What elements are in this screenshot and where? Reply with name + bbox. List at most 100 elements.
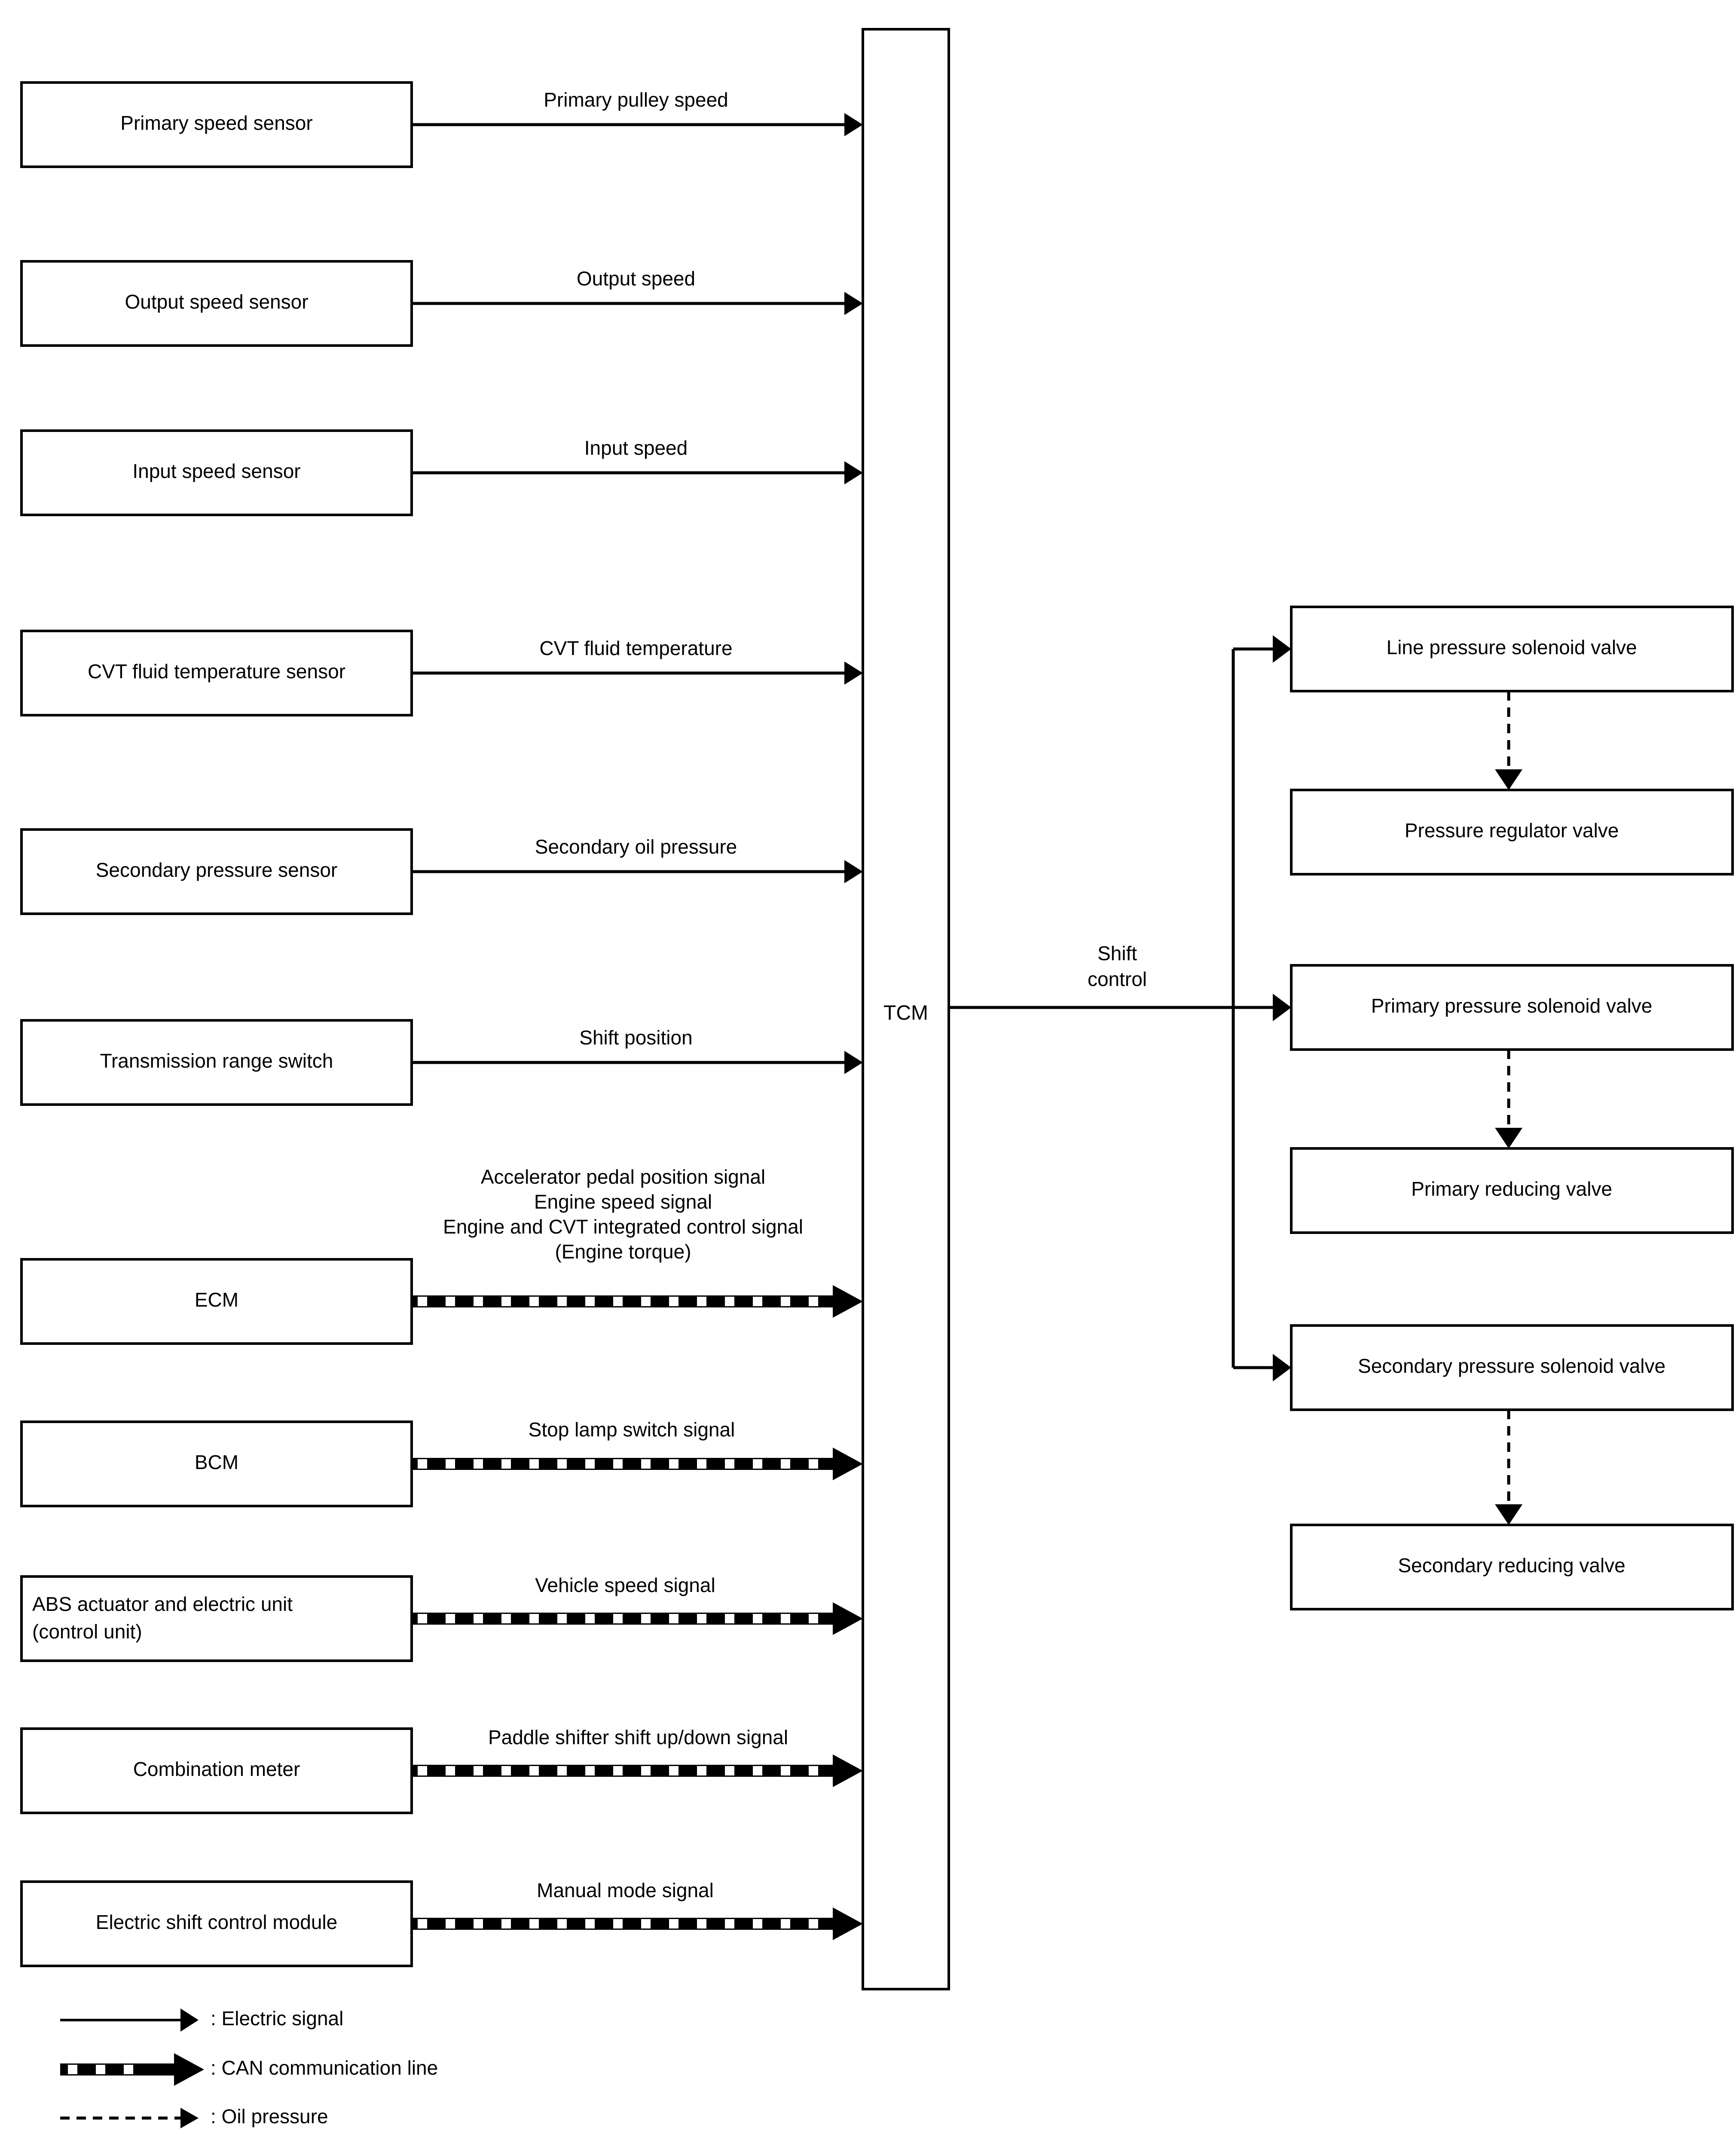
output-label-secondary-reducing-valve: Secondary reducing valve: [1398, 1554, 1625, 1577]
input-node-abs-actuator[interactable]: ABS actuator and electric unit (control …: [20, 1575, 413, 1662]
shift-control-label-line-2: control: [1088, 968, 1147, 990]
edge-primary-pulley-speed: Primary pulley speed: [412, 89, 863, 136]
edge-combination-meter-can: Paddle shifter shift up/down signal: [412, 1726, 863, 1787]
arrowhead-icon: [844, 860, 863, 883]
input-node-primary-speed-sensor[interactable]: Primary speed sensor: [20, 81, 413, 168]
edge-label-cvt-fluid-temperature: CVT fluid temperature: [539, 637, 732, 659]
output-label-primary-pressure-solenoid-valve: Primary pressure solenoid valve: [1371, 995, 1653, 1017]
edge-label-stop-lamp-switch-signal: Stop lamp switch signal: [529, 1418, 735, 1441]
output-box-line-pressure-solenoid-valve[interactable]: [1290, 606, 1734, 692]
edge-electric-shift-can: Manual mode signal: [412, 1879, 863, 1940]
input-box-abs-actuator[interactable]: [20, 1575, 413, 1662]
input-label-bcm: BCM: [195, 1451, 238, 1473]
output-label-primary-reducing-valve: Primary reducing valve: [1411, 1178, 1612, 1200]
input-box-cvt-fluid-temperature-sensor[interactable]: [20, 630, 413, 716]
can-dash: [124, 2065, 133, 2074]
can-arrowhead-icon: [833, 1602, 863, 1635]
output-box-pressure-regulator-valve[interactable]: [1290, 789, 1734, 876]
legend-row-oil-pressure: : Oil pressure: [60, 2105, 328, 2128]
oil-arrowhead-icon: [1495, 1504, 1522, 1525]
can-dash-group: [418, 1614, 818, 1623]
edge-label-input-speed: Input speed: [584, 437, 688, 459]
tcm-label: TCM: [883, 1002, 928, 1025]
edge-bcm-can: Stop lamp switch signal: [412, 1418, 863, 1480]
input-node-input-speed-sensor[interactable]: Input speed sensor: [20, 429, 413, 516]
edge-label-primary-pulley-speed: Primary pulley speed: [544, 89, 728, 111]
can-arrowhead-icon: [833, 1448, 863, 1480]
output-node-secondary-pressure-solenoid-valve[interactable]: Secondary pressure solenoid valve: [1290, 1324, 1734, 1411]
legend-label-can-communication-line: : CAN communication line: [211, 2057, 438, 2079]
edge-abs-can: Vehicle speed signal: [412, 1574, 863, 1635]
input-node-cvt-fluid-temperature-sensor[interactable]: CVT fluid temperature sensor: [20, 630, 413, 716]
input-box-bcm[interactable]: [20, 1420, 413, 1507]
oil-edge-primary-to-primary-reducing: [1495, 1050, 1522, 1148]
output-box-primary-pressure-solenoid-valve[interactable]: [1290, 964, 1734, 1051]
edge-label-ecm-line-1: Accelerator pedal position signal: [481, 1166, 765, 1188]
output-node-secondary-reducing-valve[interactable]: Secondary reducing valve: [1290, 1524, 1734, 1610]
oil-arrowhead-icon: [1495, 1128, 1522, 1148]
edge-ecm-can: Accelerator pedal position signal Engine…: [412, 1166, 863, 1318]
arrowhead-icon: [844, 661, 863, 685]
input-label-secondary-pressure-sensor: Secondary pressure sensor: [96, 859, 338, 881]
shift-control-label-line-1: Shift: [1097, 942, 1137, 964]
input-box-ecm[interactable]: [20, 1258, 413, 1345]
input-box-primary-speed-sensor[interactable]: [20, 81, 413, 168]
input-label-output-speed-sensor: Output speed sensor: [125, 291, 308, 313]
output-node-primary-reducing-valve[interactable]: Primary reducing valve: [1290, 1147, 1734, 1234]
can-dash-group: [418, 1919, 818, 1929]
input-node-transmission-range-switch[interactable]: Transmission range switch: [20, 1019, 413, 1106]
input-node-combination-meter[interactable]: Combination meter: [20, 1727, 413, 1814]
input-node-bcm[interactable]: BCM: [20, 1420, 413, 1507]
can-arrowhead-icon: [833, 1907, 863, 1940]
input-label-transmission-range-switch: Transmission range switch: [100, 1050, 333, 1072]
edge-label-manual-mode-signal: Manual mode signal: [537, 1879, 714, 1901]
edge-cvt-fluid-temperature: CVT fluid temperature: [412, 637, 863, 685]
output-node-pressure-regulator-valve[interactable]: Pressure regulator valve: [1290, 789, 1734, 876]
input-label-combination-meter: Combination meter: [133, 1758, 300, 1780]
edge-label-output-speed: Output speed: [577, 267, 695, 290]
can-arrow-icon: [174, 2053, 204, 2086]
input-node-output-speed-sensor[interactable]: Output speed sensor: [20, 260, 413, 347]
input-box-transmission-range-switch[interactable]: [20, 1019, 413, 1106]
edge-label-ecm-line-4: (Engine torque): [555, 1240, 691, 1263]
edge-label-secondary-oil-pressure: Secondary oil pressure: [535, 836, 737, 858]
tcm-node[interactable]: TCM: [862, 28, 950, 1990]
input-label-abs-actuator-line-1: ABS actuator and electric unit: [32, 1593, 293, 1615]
edge-label-vehicle-speed-signal: Vehicle speed signal: [535, 1574, 715, 1596]
output-box-secondary-pressure-solenoid-valve[interactable]: [1290, 1324, 1734, 1411]
input-box-output-speed-sensor[interactable]: [20, 260, 413, 347]
output-node-primary-pressure-solenoid-valve[interactable]: Primary pressure solenoid valve: [1290, 964, 1734, 1051]
can-dash: [68, 2065, 77, 2074]
edge-shift-position: Shift position: [412, 1026, 863, 1074]
can-arrowhead-icon: [833, 1754, 863, 1787]
dashed-arrow-icon: [180, 2108, 199, 2128]
input-box-secondary-pressure-sensor[interactable]: [20, 828, 413, 915]
arrowhead-icon: [1273, 1354, 1291, 1381]
shift-control-trunk: Shift control: [949, 635, 1291, 1381]
input-node-electric-shift-control-module[interactable]: Electric shift control module: [20, 1880, 413, 1967]
input-node-ecm[interactable]: ECM: [20, 1258, 413, 1345]
edge-label-ecm-line-2: Engine speed signal: [534, 1191, 712, 1213]
output-label-secondary-pressure-solenoid-valve: Secondary pressure solenoid valve: [1358, 1355, 1666, 1377]
arrowhead-icon: [844, 113, 863, 136]
output-box-primary-reducing-valve[interactable]: [1290, 1147, 1734, 1234]
input-label-ecm: ECM: [195, 1289, 238, 1311]
input-node-secondary-pressure-sensor[interactable]: Secondary pressure sensor: [20, 828, 413, 915]
can-dash-group: [418, 1459, 818, 1469]
output-label-pressure-regulator-valve: Pressure regulator valve: [1405, 819, 1619, 842]
oil-edge-line-to-pressure-regulator: [1495, 691, 1522, 790]
output-box-secondary-reducing-valve[interactable]: [1290, 1524, 1734, 1610]
tcm-box[interactable]: [862, 28, 950, 1990]
output-label-line-pressure-solenoid-valve: Line pressure solenoid valve: [1386, 636, 1637, 658]
can-arrowhead-icon: [833, 1285, 863, 1318]
legend-row-can-communication-line: : CAN communication line: [60, 2053, 438, 2086]
input-box-input-speed-sensor[interactable]: [20, 429, 413, 516]
arrowhead-icon: [844, 292, 863, 315]
oil-edge-secondary-to-secondary-reducing: [1495, 1410, 1522, 1525]
arrowhead-icon: [844, 461, 863, 484]
input-label-cvt-fluid-temperature-sensor: CVT fluid temperature sensor: [88, 660, 345, 683]
output-node-line-pressure-solenoid-valve[interactable]: Line pressure solenoid valve: [1290, 606, 1734, 692]
can-arrow-icon-bar: [60, 2063, 174, 2076]
can-dash-group: [418, 1297, 818, 1306]
